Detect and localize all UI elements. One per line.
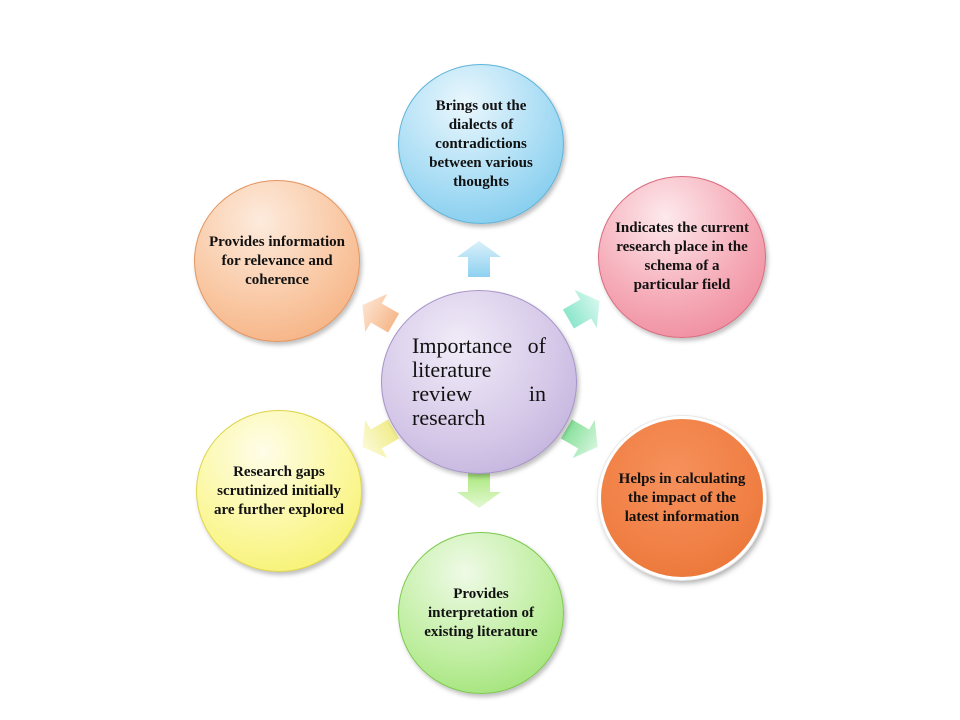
node-bottom-left: Research gaps scrutinized initially are … [196,410,362,572]
center-node: Importance of literature review in resea… [381,290,577,474]
node-top-label: Brings out the dialects of contradiction… [429,97,533,190]
node-bottom: Provides interpretation of existing lite… [398,532,564,694]
node-bottom-right-label: Helps in calculating the impact of the l… [618,470,746,525]
arrow-up-icon [457,241,501,277]
arrow-up-right-icon [557,282,610,338]
node-top: Brings out the dialects of contradiction… [398,64,564,224]
node-bottom-right: Helps in calculating the impact of the l… [598,416,766,580]
node-bottom-left-label: Research gaps scrutinized initially are … [214,463,344,518]
arrow-down-right-icon [555,410,608,466]
node-top-right-label: Indicates the current research place in … [615,220,749,293]
node-top-right: Indicates the current research place in … [598,176,766,338]
node-top-left-label: Provides information for relevance and c… [209,233,345,288]
arrow-up-left-icon [351,286,404,342]
center-label: Importance of literature review in resea… [412,333,546,430]
arrow-down-icon [457,472,501,508]
node-bottom-label: Provides interpretation of existing lite… [424,585,538,640]
node-top-left: Provides information for relevance and c… [194,180,360,342]
arrow-down-left-icon [351,410,404,466]
